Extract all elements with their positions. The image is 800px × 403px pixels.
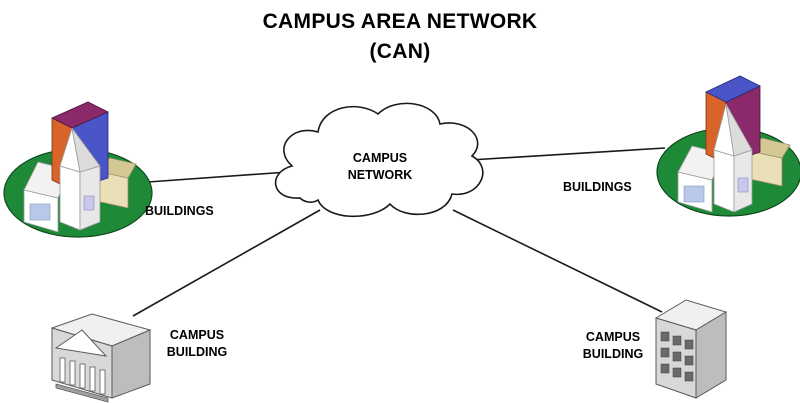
campus-building-right-label-line1: CAMPUS xyxy=(585,330,641,344)
campus-network-label-line1: CAMPUS xyxy=(352,151,408,165)
buildings-right-label: BUILDINGS xyxy=(563,180,632,194)
campus-building-left-label-line1: CAMPUS xyxy=(169,328,225,342)
campus-building-right-label-line2: BUILDING xyxy=(582,347,644,361)
link-buildings-right xyxy=(469,147,666,161)
link-campus-building-right xyxy=(452,209,663,313)
buildings-left-label: BUILDINGS xyxy=(145,204,214,218)
campus-building-left-label: CAMPUS BUILDING xyxy=(157,327,237,361)
buildings-left-icon xyxy=(3,101,153,238)
diagram-title: CAMPUS AREA NETWORK xyxy=(262,10,538,33)
campus-building-left-icon xyxy=(50,313,152,403)
diagram-title-abbreviation: (CAN) xyxy=(369,40,431,63)
link-buildings-left xyxy=(147,171,289,183)
campus-building-right-label: CAMPUS BUILDING xyxy=(573,329,653,363)
buildings-right-icon xyxy=(656,75,800,217)
campus-building-right-icon xyxy=(654,299,728,399)
campus-network-label-line2: NETWORK xyxy=(347,168,413,182)
campus-building-left-label-line2: BUILDING xyxy=(166,345,228,359)
connection-links xyxy=(132,147,666,317)
link-campus-building-left xyxy=(132,209,321,317)
campus-network-label: CAMPUS NETWORK xyxy=(330,150,430,184)
campus-network-cloud xyxy=(274,102,484,218)
